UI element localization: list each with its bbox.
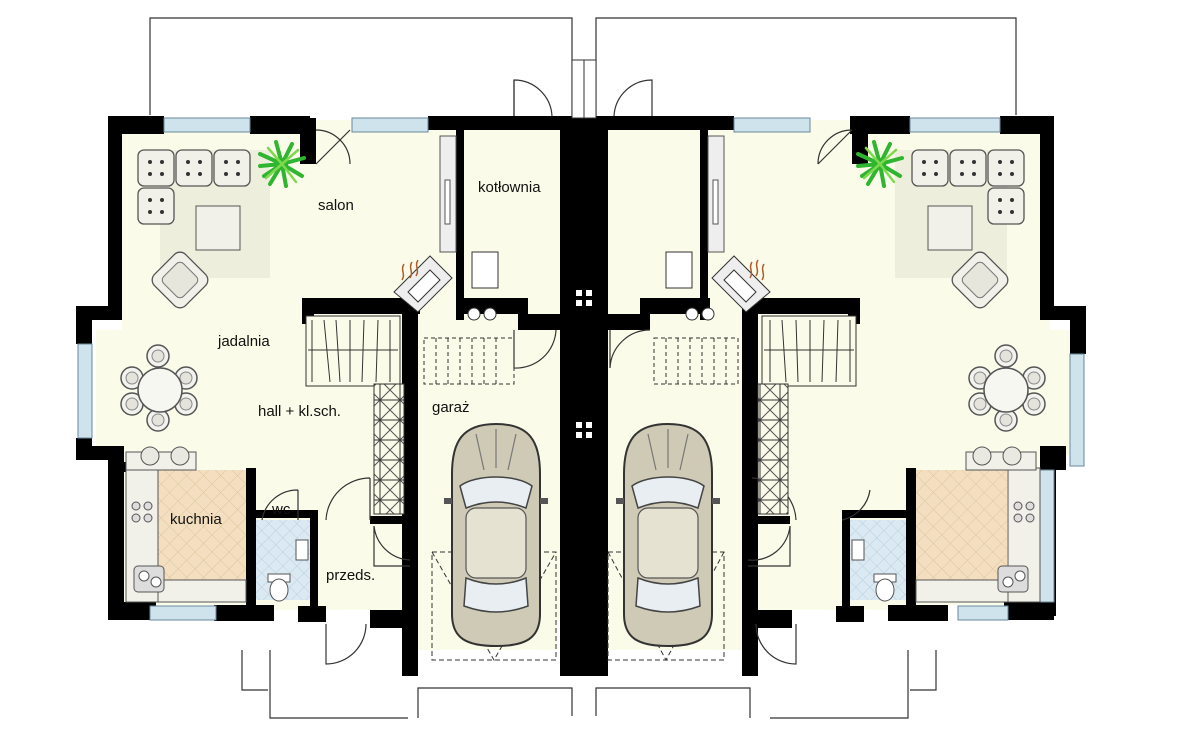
party-wall-gap — [572, 116, 596, 676]
walls-left — [76, 116, 572, 676]
kitchen-floor-left — [158, 470, 250, 582]
label-wc: wc — [271, 501, 291, 518]
kitchen-floor-right — [915, 470, 1007, 582]
label-hall: hall + kl.sch. — [258, 403, 341, 420]
garage-stairs — [423, 337, 739, 385]
armchair-right — [951, 251, 1009, 309]
stairs-left — [305, 315, 401, 387]
car-left — [443, 423, 549, 647]
label-salon: salon — [318, 197, 354, 214]
coffee-table-left — [195, 205, 241, 251]
dining-right — [968, 344, 1046, 432]
wc-right — [851, 539, 897, 602]
label-kuchnia: kuchnia — [170, 511, 222, 528]
wc-left — [267, 539, 309, 602]
label-przeds: przeds. — [326, 567, 375, 584]
car-right — [615, 423, 721, 647]
doors — [261, 79, 871, 665]
wardrobes — [439, 135, 725, 253]
label-garaz: garaż — [432, 399, 470, 416]
kitchen-left — [125, 446, 247, 603]
armchair-left — [151, 251, 209, 309]
label-kotlownia: kotłownia — [478, 179, 541, 196]
fireplace-right — [711, 255, 771, 313]
label-jadalnia: jadalnia — [217, 333, 270, 350]
dining-left — [120, 344, 198, 432]
boilers — [467, 251, 715, 321]
stairs-right — [761, 315, 857, 387]
storage-left — [373, 383, 405, 515]
kitchen-right — [915, 446, 1041, 603]
storage-right — [757, 383, 789, 515]
coffee-table-right — [927, 205, 973, 251]
fireplace-left — [393, 255, 453, 313]
